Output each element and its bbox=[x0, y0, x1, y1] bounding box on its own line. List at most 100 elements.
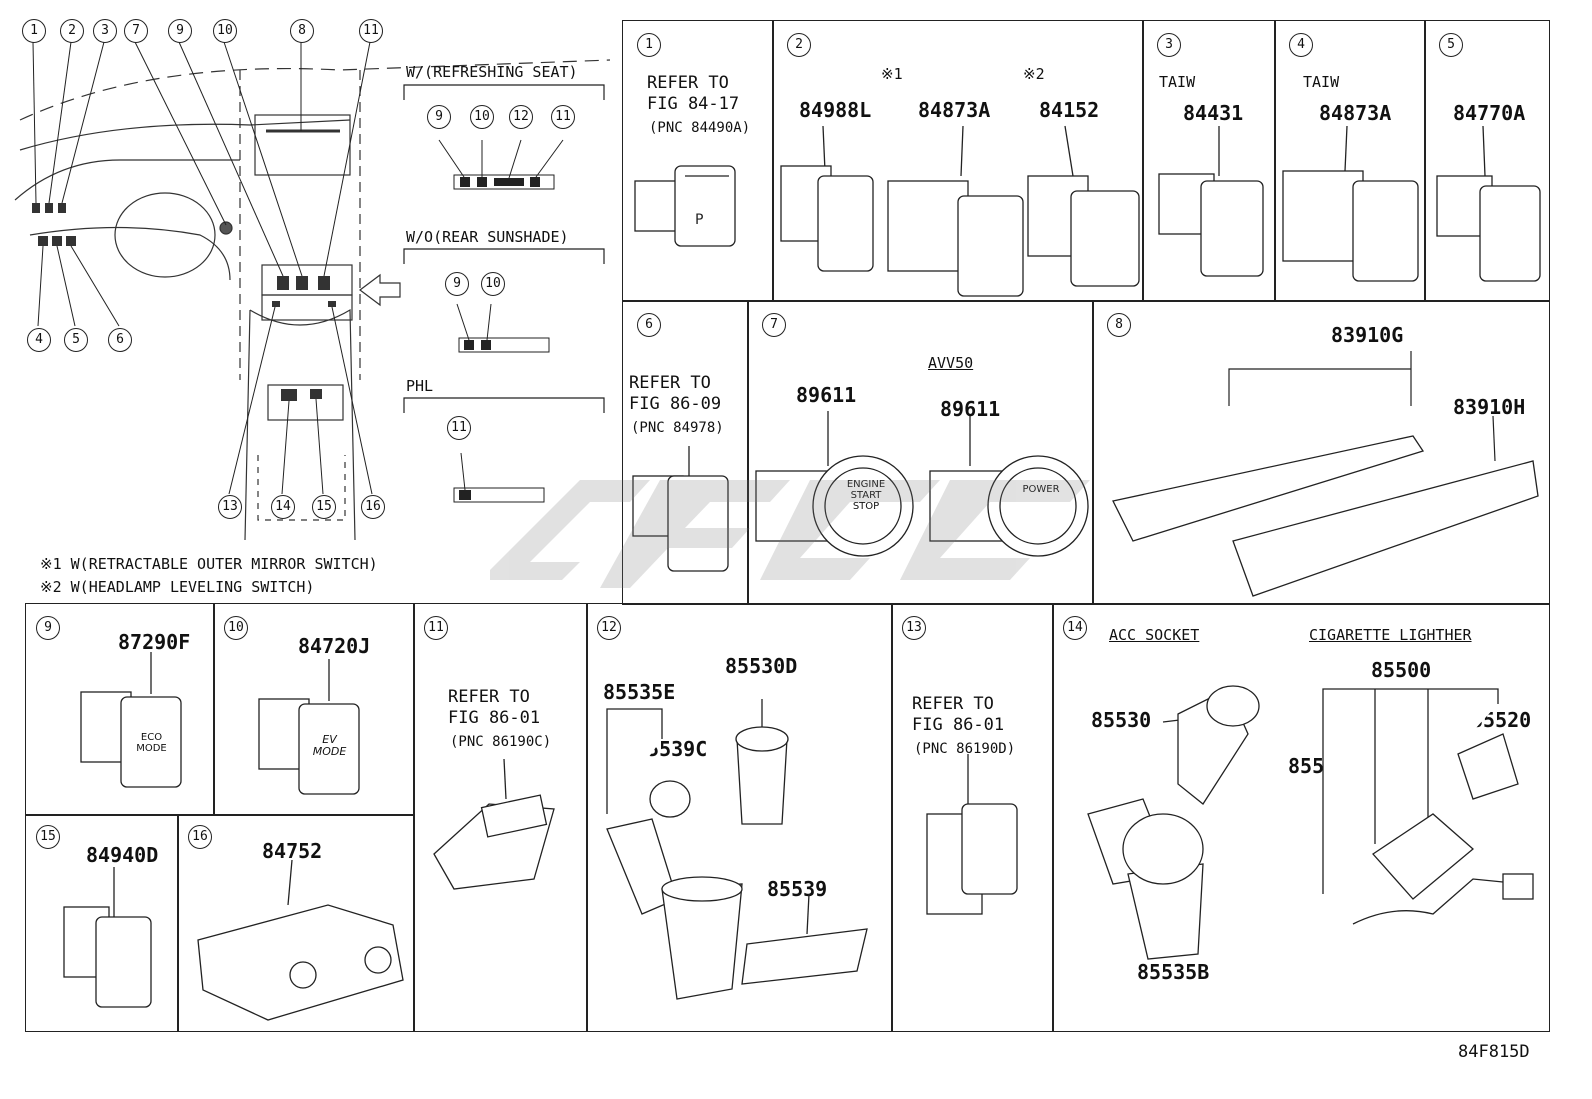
switch-drawing: P bbox=[634, 165, 736, 247]
switch-drawing bbox=[258, 659, 360, 795]
callout-7: 7 bbox=[124, 19, 148, 43]
callout-8: 8 bbox=[290, 19, 314, 43]
cell-3: 3 TAIW 84431 bbox=[1142, 20, 1276, 302]
cell-number: 11 bbox=[424, 616, 448, 640]
pnc-text: (PNC 84490A) bbox=[649, 120, 751, 136]
callout-11: 11 bbox=[447, 416, 471, 440]
cell-number: 15 bbox=[36, 825, 60, 849]
switch-drawing bbox=[433, 758, 555, 890]
variant-label: AVV50 bbox=[928, 354, 974, 372]
cell-number: 1 bbox=[637, 33, 661, 57]
callout-5: 5 bbox=[64, 328, 88, 352]
variant-drawing bbox=[403, 248, 605, 353]
watermark-logo bbox=[490, 480, 1090, 588]
part-84431[interactable]: 84431 bbox=[1183, 101, 1244, 125]
callout-16: 16 bbox=[361, 495, 385, 519]
part-84152[interactable]: 84152 bbox=[1039, 98, 1100, 122]
socket-drawing bbox=[606, 699, 868, 1000]
callout-14: 14 bbox=[271, 495, 295, 519]
callout-3: 3 bbox=[93, 19, 117, 43]
cell-6: 6 REFER TO FIG 86-09 (PNC 84978) bbox=[622, 300, 749, 605]
engine-start-stop-label: ENGINE START STOP bbox=[847, 479, 885, 512]
callout-10: 10 bbox=[470, 105, 494, 129]
switches-drawing bbox=[780, 125, 1140, 297]
cell-number: 13 bbox=[902, 616, 926, 640]
part-84873A[interactable]: 84873A bbox=[918, 98, 991, 122]
refer-text: REFER TO FIG 86-09 bbox=[629, 373, 722, 414]
switch-drawing bbox=[63, 867, 152, 1008]
cell-16: 16 84752 bbox=[177, 814, 415, 1032]
switch-drawing bbox=[1282, 125, 1419, 282]
cell-14: 14 ACC SOCKET CIGARETTE LIGHTHER 85530 8… bbox=[1052, 603, 1550, 1032]
mark-1: ※1 bbox=[881, 65, 903, 83]
switch-drawing bbox=[80, 652, 182, 788]
cell-number: 6 bbox=[637, 313, 661, 337]
part-84720J[interactable]: 84720J bbox=[298, 634, 371, 658]
cigarette-lighter-label: CIGARETTE LIGHTHER bbox=[1309, 626, 1472, 644]
callout-1: 1 bbox=[22, 19, 46, 43]
cell-number: 14 bbox=[1063, 616, 1087, 640]
cell-8: 8 83910G 83910H bbox=[1092, 300, 1550, 605]
lighter-drawing bbox=[1087, 685, 1534, 960]
callout-10: 10 bbox=[481, 272, 505, 296]
refer-text: REFER TO FIG 84-17 bbox=[647, 73, 740, 114]
cell-2: 2 ※1 ※2 84988L 84873A 84152 bbox=[772, 20, 1144, 302]
part-84988L[interactable]: 84988L bbox=[799, 98, 872, 122]
note-1: ※1 W(RETRACTABLE OUTER MIRROR SWITCH) bbox=[40, 555, 378, 573]
cell-number: 5 bbox=[1439, 33, 1463, 57]
part-85530D[interactable]: 85530D bbox=[725, 654, 798, 678]
part-83910H[interactable]: 83910H bbox=[1453, 395, 1526, 419]
cell-number: 7 bbox=[762, 313, 786, 337]
callout-15: 15 bbox=[312, 495, 336, 519]
part-87290F[interactable]: 87290F bbox=[118, 630, 191, 654]
part-89611[interactable]: 89611 bbox=[796, 383, 857, 407]
variant-drawing bbox=[403, 84, 605, 190]
mark-2: ※2 bbox=[1023, 65, 1045, 83]
cell-7: 7 AVV50 89611 89611 ENGINE START STOP PO… bbox=[747, 300, 1094, 605]
ev-mode-label: EV MODE bbox=[312, 733, 347, 758]
callout-6: 6 bbox=[108, 328, 132, 352]
refer-text: REFER TO FIG 86-01 bbox=[912, 694, 1005, 735]
switch-drawing bbox=[197, 859, 404, 1021]
variant-drawing bbox=[403, 397, 605, 503]
part-85500[interactable]: 85500 bbox=[1371, 658, 1432, 682]
push-buttons-drawing bbox=[755, 411, 1089, 557]
part-84940D[interactable]: 84940D bbox=[86, 843, 159, 867]
callout-12: 12 bbox=[509, 105, 533, 129]
switch-drawing bbox=[1158, 126, 1264, 277]
callout-9: 9 bbox=[168, 19, 192, 43]
switch-drawing bbox=[632, 446, 729, 572]
callout-9: 9 bbox=[427, 105, 451, 129]
part-85530[interactable]: 85530 bbox=[1091, 708, 1152, 732]
note-2: ※2 W(HEADLAMP LEVELING SWITCH) bbox=[40, 578, 315, 596]
pnc-text: (PNC 86190D) bbox=[914, 741, 1016, 757]
cell-11: 11 REFER TO FIG 86-01 (PNC 86190C) bbox=[413, 603, 588, 1032]
part-84770A[interactable]: 84770A bbox=[1453, 101, 1526, 125]
variant-label: PHL bbox=[406, 377, 434, 395]
dashboard-outline-drawing bbox=[14, 41, 611, 541]
eco-mode-label: ECO MODE bbox=[136, 732, 167, 754]
callout-4: 4 bbox=[27, 328, 51, 352]
cell-number: 3 bbox=[1157, 33, 1181, 57]
part-84873A[interactable]: 84873A bbox=[1319, 101, 1392, 125]
variant-label: TAIW bbox=[1303, 73, 1340, 91]
cell-12: 12 85535E 85539C 85530D 85539 bbox=[586, 603, 893, 1032]
figure-code: 84F815D bbox=[1458, 1042, 1530, 1062]
part-85535E[interactable]: 85535E bbox=[603, 680, 676, 704]
callout-11: 11 bbox=[551, 105, 575, 129]
svg-text:P: P bbox=[695, 212, 703, 228]
variant-label: W/O(REAR SUNSHADE) bbox=[406, 228, 569, 246]
cell-number: 12 bbox=[597, 616, 621, 640]
cell-9: 9 87290F ECO MODE bbox=[25, 603, 215, 816]
part-85535B[interactable]: 85535B bbox=[1137, 960, 1210, 984]
panel-drawing bbox=[1112, 351, 1539, 597]
cell-number: 9 bbox=[36, 616, 60, 640]
variant-label: TAIW bbox=[1159, 73, 1196, 91]
part-85539[interactable]: 85539 bbox=[767, 877, 828, 901]
part-84752[interactable]: 84752 bbox=[262, 839, 323, 863]
cell-number: 16 bbox=[188, 825, 212, 849]
callout-2: 2 bbox=[60, 19, 84, 43]
cell-number: 4 bbox=[1289, 33, 1313, 57]
cell-5: 5 84770A bbox=[1424, 20, 1550, 302]
part-83910G[interactable]: 83910G bbox=[1331, 323, 1404, 347]
